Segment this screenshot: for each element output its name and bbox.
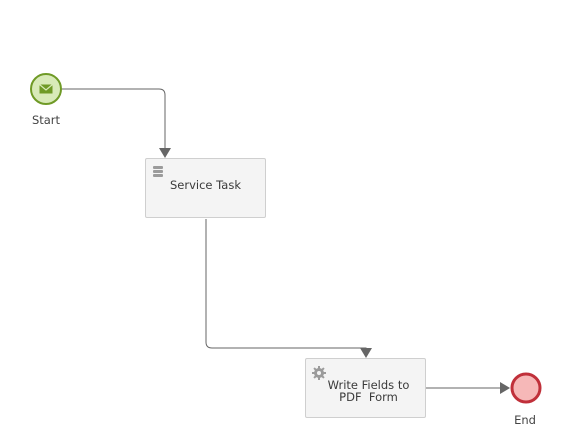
write-fields-task-label-line2: PDF Form bbox=[339, 390, 398, 404]
end-event-label: End bbox=[514, 413, 536, 427]
flow-start-to-service[interactable] bbox=[62, 88, 166, 151]
flow-service-to-write[interactable] bbox=[205, 219, 367, 352]
start-event-label: Start bbox=[31, 113, 61, 127]
service-task[interactable]: Service Task bbox=[145, 158, 266, 218]
arrowhead-service bbox=[159, 148, 171, 158]
arrowhead-write bbox=[360, 348, 372, 358]
write-fields-task[interactable]: Write Fields to PDF Form bbox=[305, 358, 426, 418]
service-task-label: Service Task bbox=[170, 178, 241, 192]
arrowhead-end bbox=[500, 382, 510, 394]
end-event-circle bbox=[510, 372, 542, 404]
gear-icon bbox=[312, 366, 326, 380]
start-event-circle bbox=[30, 73, 62, 105]
envelope-icon bbox=[39, 84, 53, 94]
write-fields-task-label-line1: Write Fields to bbox=[327, 378, 410, 392]
end-event[interactable] bbox=[509, 372, 543, 406]
start-event[interactable] bbox=[29, 72, 63, 106]
service-task-icon bbox=[153, 166, 163, 177]
